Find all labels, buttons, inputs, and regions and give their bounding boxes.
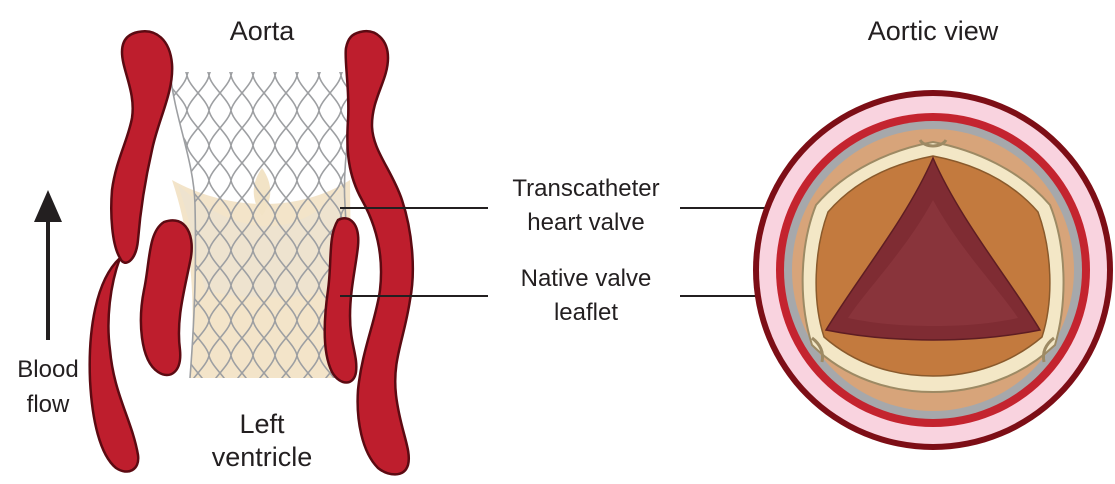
left-wall-lower [141,220,192,375]
aorta-label: Aorta [230,16,296,46]
native-leaflet-label-line2: leaflet [554,299,618,326]
transcatheter-label-line1: Transcatheter [512,175,659,202]
blood-flow-label-line2: flow [27,391,70,418]
side-view: Aorta Blood flow Left ventricle [17,16,413,474]
left-ventricle-label-line2: ventricle [212,442,313,472]
transcatheter-label-line2: heart valve [527,209,644,236]
blood-flow-label-line1: Blood [17,356,78,383]
blood-flow-arrow [34,190,62,340]
left-ventricle-label-line1: Left [239,409,285,439]
native-leaflet-label-line1: Native valve [521,265,652,292]
aortic-view-label: Aortic view [868,16,999,46]
aortic-view: Aortic view [753,16,1113,450]
